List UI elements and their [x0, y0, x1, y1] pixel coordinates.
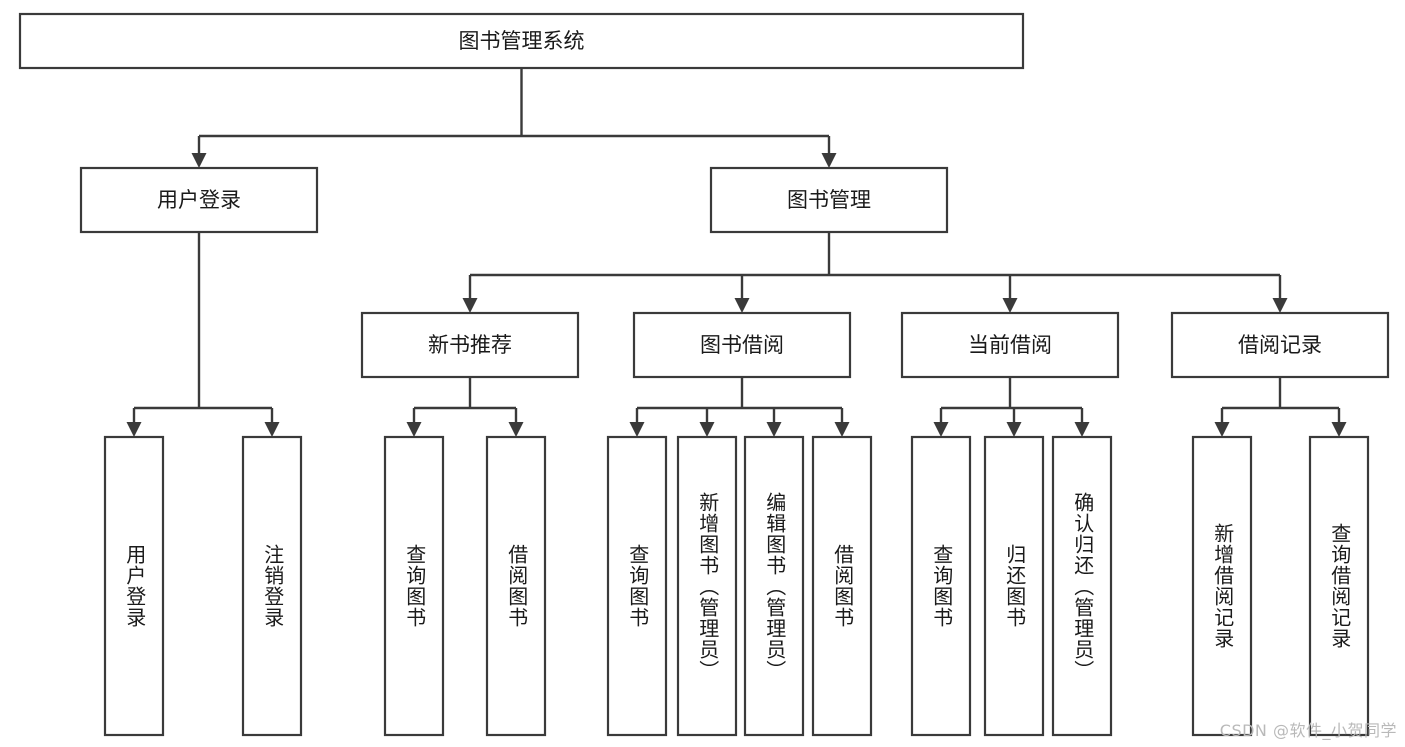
- level2-node-box-1[interactable]: [709, 166, 949, 234]
- level3-node-label-3: 借阅记录: [1238, 333, 1322, 357]
- level3-node-label-0: 新书推荐: [428, 333, 512, 357]
- level2-node-label-0: 用户登录: [157, 188, 241, 212]
- leaf-node-box-8[interactable]: [910, 435, 972, 737]
- leaf-node-box-1[interactable]: [241, 435, 303, 737]
- level2-node-box-0[interactable]: [79, 166, 319, 234]
- leaf-node-box-11[interactable]: [1191, 435, 1253, 737]
- level3-node-box-1[interactable]: [632, 311, 852, 379]
- level3-node-box-3[interactable]: [1170, 311, 1390, 379]
- connector-layer: [126, 68, 1347, 437]
- leaf-node-box-6[interactable]: [743, 435, 805, 737]
- level2-node-label-1: 图书管理: [787, 188, 871, 212]
- leaf-node-box-5[interactable]: [676, 435, 738, 737]
- root-node-label: 图书管理系统: [459, 29, 585, 53]
- leaf-node-box-2[interactable]: [383, 435, 445, 737]
- leaf-node-box-9[interactable]: [983, 435, 1045, 737]
- root-node-box[interactable]: [18, 12, 1025, 70]
- level3-node-label-1: 图书借阅: [700, 333, 784, 357]
- level3-node-box-0[interactable]: [360, 311, 580, 379]
- leaf-node-box-4[interactable]: [606, 435, 668, 737]
- leaf-node-box-3[interactable]: [485, 435, 547, 737]
- leaf-node-box-10[interactable]: [1051, 435, 1113, 737]
- leaf-node-box-12[interactable]: [1308, 435, 1370, 737]
- box-layer: [18, 12, 1390, 737]
- leaf-node-box-0[interactable]: [103, 435, 165, 737]
- leaf-node-box-7[interactable]: [811, 435, 873, 737]
- level3-node-label-2: 当前借阅: [968, 333, 1052, 357]
- csdn-watermark: CSDN @软件_小贺同学: [1219, 721, 1397, 740]
- level3-node-box-2[interactable]: [900, 311, 1120, 379]
